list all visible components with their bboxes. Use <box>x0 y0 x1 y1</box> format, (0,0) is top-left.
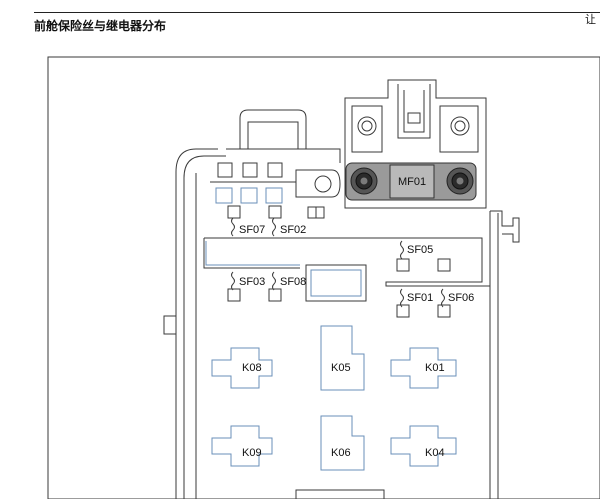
relay-k09-label: K09 <box>242 447 262 459</box>
relay-k04 <box>390 425 457 467</box>
terminal-left-pocket <box>351 105 383 153</box>
terminal-latch <box>407 112 421 124</box>
fuse-sf02-label: SF02 <box>280 224 306 236</box>
fuse-symbol-icon <box>400 240 404 260</box>
fuse-sf01-slot <box>396 304 410 318</box>
bolt-icon-inner <box>361 120 373 132</box>
fuse-symbol-icon <box>231 271 235 291</box>
relay-k08 <box>211 347 273 389</box>
relay-k05 <box>320 325 365 391</box>
top-handle-inner <box>247 121 299 149</box>
bottom-component <box>295 489 385 499</box>
fuse-symbol-icon <box>441 288 445 308</box>
fuse-nut-icon-core <box>456 177 464 185</box>
bus-bar-left <box>203 238 300 269</box>
terminal-right-pocket <box>439 105 479 153</box>
bus-bar-left-trace <box>205 241 300 266</box>
fuse-nut-icon-core <box>360 177 368 185</box>
fuse-sf08-slot <box>268 288 282 302</box>
connector-socket-inner <box>310 269 362 297</box>
housing-left-latch <box>163 315 176 335</box>
relay-k06-label: K06 <box>331 447 351 459</box>
main-fuse-label-panel <box>389 164 435 199</box>
fuse-sf06-slot <box>437 304 451 318</box>
relay-k01 <box>390 347 457 389</box>
diagram-frame <box>47 56 600 499</box>
relay-k01-label: K01 <box>425 362 445 374</box>
small-cell <box>217 162 233 178</box>
fuse-symbol-icon <box>400 288 404 308</box>
fuse-sf08-label: SF08 <box>280 276 306 288</box>
header-rule: 让 <box>34 12 600 26</box>
connector-socket <box>305 264 367 302</box>
fuse-slot <box>265 187 283 204</box>
header-corner-mark: 让 <box>585 13 596 26</box>
terminal-center-slot <box>397 84 431 139</box>
fuse-slot <box>240 187 258 204</box>
bolt-icon <box>450 116 470 136</box>
fuse-sf05-slot <box>396 258 410 272</box>
relay-k08-label: K08 <box>242 362 262 374</box>
fuse-symbol-icon <box>272 217 276 237</box>
fuse-sf07-label: SF07 <box>239 224 265 236</box>
terminal-tab-clip <box>307 206 325 219</box>
housing-outline <box>175 148 218 499</box>
housing-top-edge <box>226 148 341 163</box>
bolt-icon-inner <box>454 120 466 132</box>
page-title: 前舱保险丝与继电器分布 <box>34 19 167 33</box>
fuse-slot <box>215 187 233 204</box>
top-handle <box>239 109 307 149</box>
terminal-center-slot-inner <box>403 90 425 133</box>
housing-right-latch <box>490 210 520 243</box>
relay-k06 <box>320 415 365 471</box>
relay-k09 <box>211 425 273 467</box>
housing-inner <box>183 155 226 499</box>
fuse-sf07-slot <box>227 205 241 219</box>
terminal-block <box>344 79 487 209</box>
fuse-symbol-icon <box>272 271 276 291</box>
terminal-tab-hole <box>314 175 332 193</box>
relay-k04-label: K04 <box>425 447 445 459</box>
fuse-sf01-label: SF01 <box>407 292 433 304</box>
small-cell <box>267 162 283 178</box>
fuse-sf05-label: SF05 <box>407 244 433 256</box>
fuse-symbol-icon <box>231 217 235 237</box>
fuse-sf03-slot <box>227 288 241 302</box>
fuse-slot <box>437 258 451 272</box>
small-cell <box>242 162 258 178</box>
relay-k05-label: K05 <box>331 362 351 374</box>
bus-bar <box>204 237 490 287</box>
main-fuse-label: MF01 <box>398 176 426 188</box>
fuse-sf06-label: SF06 <box>448 292 474 304</box>
fuse-sf03-label: SF03 <box>239 276 265 288</box>
bolt-icon <box>357 116 377 136</box>
terminal-tab <box>295 169 341 198</box>
fuse-sf02-slot <box>268 205 282 219</box>
